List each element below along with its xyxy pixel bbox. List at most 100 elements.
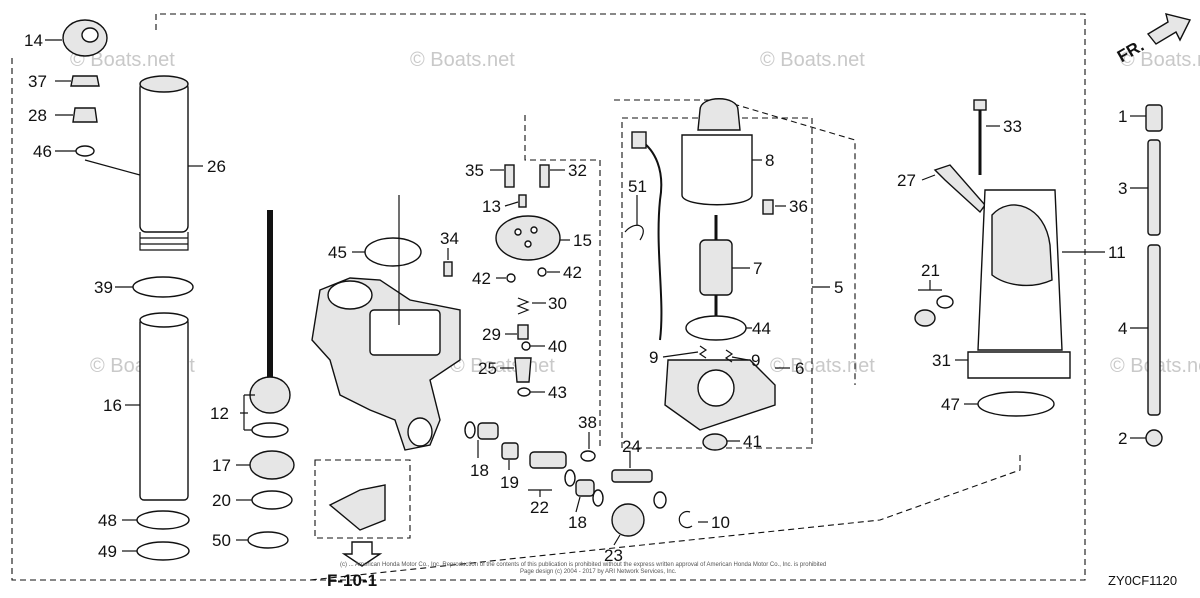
- grommet: [624, 224, 644, 241]
- callout-29: 29: [482, 325, 501, 344]
- o-ring: [936, 295, 954, 309]
- callout-11: 11: [1108, 243, 1126, 262]
- copyright-notice: Page design (c) 2004 - 2017 by ARI Netwo…: [520, 569, 677, 575]
- screw: [504, 164, 515, 188]
- cylinder-top: [139, 75, 189, 93]
- screw: [539, 164, 550, 188]
- callout-32: 32: [568, 161, 587, 180]
- armature: [699, 239, 733, 296]
- callout-36: 36: [789, 197, 808, 216]
- leader-line: [921, 174, 936, 181]
- valve-group-boundary: [524, 115, 601, 450]
- seal-17: [249, 450, 295, 480]
- nut: [70, 75, 100, 87]
- valve-spool: [514, 357, 532, 383]
- callout-18: 18: [568, 513, 587, 532]
- tube: [139, 317, 189, 501]
- leader-line: [731, 356, 749, 361]
- cylinder: [139, 81, 189, 233]
- screw: [443, 261, 453, 277]
- callout-12: 12: [210, 404, 229, 423]
- callout-39: 39: [94, 278, 113, 297]
- ball: [537, 267, 547, 277]
- valve-hole: [514, 228, 522, 236]
- o-ring: [132, 276, 194, 298]
- pump-group-boundary: [614, 99, 856, 385]
- valve-seat: [575, 479, 595, 497]
- watermark: © Boats.net: [760, 49, 865, 71]
- watermark: © Boats.net: [450, 355, 555, 377]
- callout-41: 41: [743, 432, 762, 451]
- callout-42: 42: [563, 263, 582, 282]
- copyright-notice: (c) ... American Honda Motor Co., Inc. R…: [340, 562, 826, 568]
- outer-boundary: [11, 13, 1086, 581]
- pin: [518, 194, 527, 208]
- callout-34: 34: [440, 229, 459, 248]
- callout-3: 3: [1118, 179, 1127, 198]
- callout-9: 9: [649, 348, 658, 367]
- valve-seat: [477, 422, 499, 440]
- callout-16: 16: [103, 396, 122, 415]
- leader-line: [613, 534, 621, 546]
- callout-8: 8: [765, 151, 774, 170]
- o-ring: [517, 387, 531, 397]
- callout-22: 22: [530, 498, 549, 517]
- housing-port: [407, 417, 433, 447]
- front-arrow-icon: [1146, 13, 1192, 45]
- callout-28: 28: [28, 106, 47, 125]
- leader-line: [84, 159, 141, 176]
- bolt-head: [973, 99, 987, 111]
- bracket: [528, 489, 552, 497]
- callout-6: 6: [795, 359, 804, 378]
- valve-body: [501, 442, 519, 460]
- spool-valve: [529, 451, 567, 469]
- callout-7: 7: [753, 259, 762, 278]
- o-ring: [592, 489, 604, 507]
- o-ring: [136, 510, 190, 530]
- callout-31: 31: [932, 351, 951, 370]
- callout-40: 40: [548, 337, 567, 356]
- screw: [762, 199, 774, 215]
- valve-hole: [530, 226, 538, 234]
- o-ring: [685, 315, 747, 341]
- callout-5: 5: [834, 278, 843, 297]
- callout-24: 24: [622, 437, 641, 456]
- callout-26: 26: [207, 157, 226, 176]
- brush-hole: [697, 369, 735, 407]
- callout-2: 2: [1118, 429, 1127, 448]
- callout-42: 42: [472, 269, 491, 288]
- washer: [75, 145, 95, 157]
- callout-25: 25: [478, 359, 497, 378]
- callout-1: 1: [1118, 107, 1127, 126]
- piston: [249, 376, 291, 414]
- watermark: © Boats.net: [410, 49, 515, 71]
- sensor-cap: [1145, 104, 1163, 132]
- callout-38: 38: [578, 413, 597, 432]
- callout-10: 10: [711, 513, 730, 532]
- o-ring: [136, 541, 190, 561]
- down-arrow-icon: [341, 541, 383, 567]
- leader-line: [504, 201, 519, 207]
- callout-17: 17: [212, 456, 231, 475]
- trim-sensor-rod: [1147, 139, 1161, 236]
- o-ring: [564, 469, 576, 487]
- callout-9: 9: [751, 351, 760, 370]
- callout-43: 43: [548, 383, 567, 402]
- callout-23: 23: [604, 546, 623, 565]
- callout-33: 33: [1003, 117, 1022, 136]
- reservoir-base: [967, 351, 1071, 379]
- callout-21: 21: [921, 261, 940, 280]
- inset-part: [328, 484, 386, 531]
- reservoir-group-boundary: [309, 455, 1021, 581]
- callout-51: 51: [628, 177, 647, 196]
- callout-15: 15: [573, 231, 592, 250]
- circlip: [678, 510, 693, 529]
- plug: [611, 503, 645, 537]
- o-ring-45: [364, 237, 422, 267]
- cylinder-thread: [139, 232, 189, 251]
- seal: [702, 433, 728, 451]
- spring: [516, 297, 530, 315]
- fill-plug: [914, 309, 936, 327]
- callout-20: 20: [212, 491, 231, 510]
